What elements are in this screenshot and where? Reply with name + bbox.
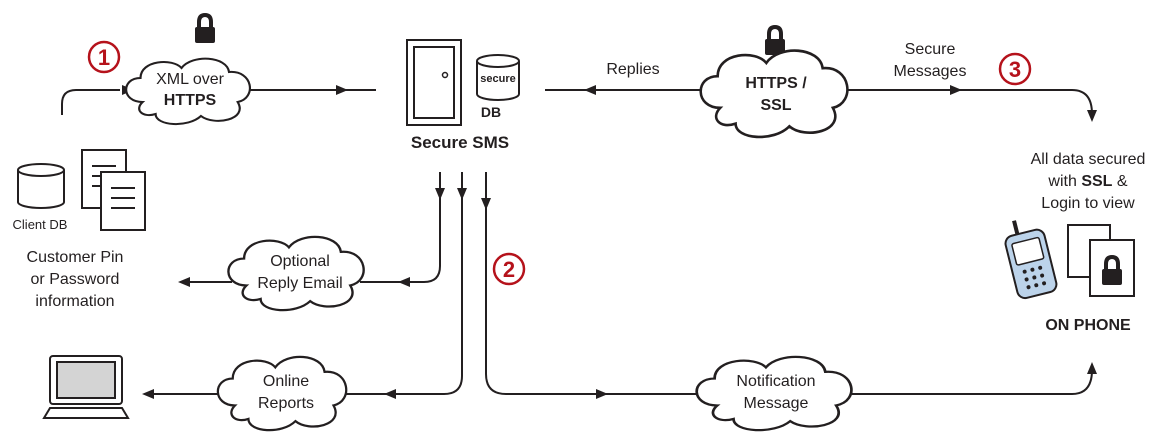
flow-arrow bbox=[457, 188, 467, 200]
secure-db-label: secure bbox=[480, 73, 515, 85]
step-badge-2-label: 2 bbox=[503, 257, 515, 282]
cloud-reports-line2: Reports bbox=[258, 395, 314, 412]
cloud-xml-over-https: XML over HTTPS bbox=[125, 57, 252, 126]
phone-note-line2-pre: with bbox=[1047, 173, 1081, 190]
flow-arrow bbox=[384, 389, 396, 399]
step-badge-3: 3 bbox=[998, 52, 1032, 86]
on-phone-title: ON PHONE bbox=[1045, 317, 1131, 334]
cloud-reply-line1: Optional bbox=[270, 253, 330, 270]
cloud-https-ssl: HTTPS / SSL bbox=[699, 49, 849, 139]
database-icon: secure bbox=[476, 54, 520, 101]
computer-icon bbox=[42, 355, 130, 419]
client-db-label: Client DB bbox=[13, 217, 68, 232]
database-icon bbox=[17, 163, 65, 209]
flow-line-reply-email bbox=[184, 172, 441, 283]
step-badge-2: 2 bbox=[492, 252, 526, 286]
flow-arrow bbox=[336, 85, 348, 95]
flow-arrow bbox=[178, 277, 190, 287]
flow-line-online-reports bbox=[148, 172, 463, 395]
step-badge-3-label: 3 bbox=[1009, 57, 1021, 82]
secure-messages-line2: Messages bbox=[894, 63, 967, 80]
cloud-reports-line1: Online bbox=[263, 373, 309, 390]
secure-messages-line1: Secure bbox=[905, 41, 956, 58]
flow-arrow bbox=[1087, 110, 1097, 122]
lock-icon bbox=[1102, 254, 1122, 285]
flow-arrow bbox=[950, 85, 962, 95]
lock-icon bbox=[765, 24, 785, 55]
replies-label: Replies bbox=[606, 61, 659, 78]
cloud-xml-line1: XML over bbox=[156, 71, 225, 88]
phone-note-line2-ssl: SSL bbox=[1081, 173, 1112, 190]
cloud-notification-line1: Notification bbox=[736, 373, 815, 390]
customer-info-line2: or Password bbox=[31, 271, 120, 288]
flow-arrow bbox=[142, 389, 154, 399]
flow-line-notification bbox=[485, 172, 1093, 395]
phone-note-line1: All data secured bbox=[1031, 151, 1146, 168]
flow-arrow bbox=[398, 277, 410, 287]
cloud-https-line2: SSL bbox=[760, 97, 791, 114]
phone-note-line3: Login to view bbox=[1041, 195, 1135, 212]
cloud-reply-line2: Reply Email bbox=[257, 275, 342, 292]
secure-sms-title: Secure SMS bbox=[411, 133, 509, 152]
cloud-https-line1: HTTPS / bbox=[745, 75, 807, 92]
flow-arrow bbox=[596, 389, 608, 399]
document-icon bbox=[1067, 224, 1135, 297]
cloud-notification-line2: Message bbox=[744, 395, 809, 412]
cloud-online-reports: Online Reports bbox=[216, 355, 348, 432]
cloud-optional-reply-email: Optional Reply Email bbox=[227, 235, 365, 312]
flow-line-client-to-server bbox=[61, 89, 376, 115]
flow-arrow bbox=[1087, 362, 1097, 374]
phone-note-line2: with SSL & bbox=[1047, 173, 1127, 190]
phone-note-line2-post: & bbox=[1112, 173, 1127, 190]
server-icon bbox=[406, 39, 462, 126]
step-badge-1-label: 1 bbox=[98, 45, 110, 70]
document-icon bbox=[100, 171, 146, 231]
secure-db-caption: DB bbox=[481, 104, 501, 120]
mobile-phone-icon bbox=[1004, 220, 1058, 300]
step-badge-1: 1 bbox=[87, 40, 121, 74]
lock-icon bbox=[195, 12, 215, 43]
flow-line-server-to-phone bbox=[545, 89, 1093, 115]
cloud-xml-line2: HTTPS bbox=[164, 92, 217, 109]
flow-arrow bbox=[435, 188, 445, 200]
flow-arrow bbox=[481, 198, 491, 210]
customer-info-line1: Customer Pin bbox=[27, 249, 124, 266]
cloud-notification-message: Notification Message bbox=[695, 355, 853, 432]
flow-arrow bbox=[584, 85, 596, 95]
customer-info-line3: information bbox=[35, 293, 114, 310]
